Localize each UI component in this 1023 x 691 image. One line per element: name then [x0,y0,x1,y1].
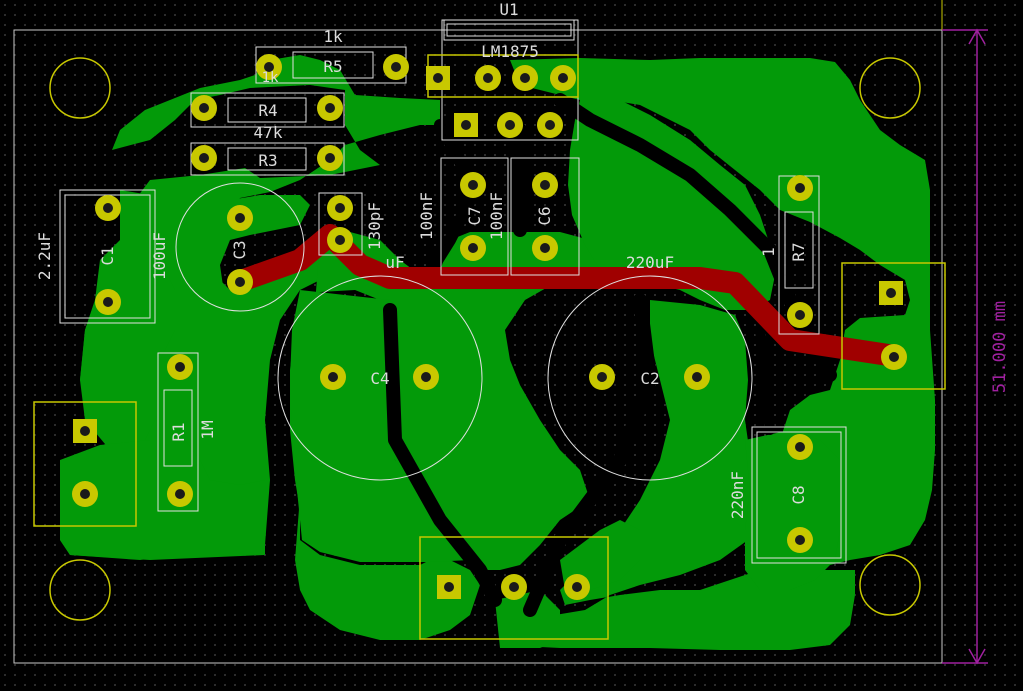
dimension-annotation [942,28,988,665]
label-c8-ref: C8 [789,485,808,504]
pad-hole [461,120,471,130]
pad-hole [509,582,519,592]
mounting-hole-top-left [49,57,111,119]
label-c1-value: 2.2uF [35,232,54,280]
label-c4-ref: C4 [370,369,389,388]
label-c6-value: 100nF [487,192,506,240]
label-r4-value: 47k [254,123,283,142]
label-r7-value: 1 [759,247,778,257]
pads-layer [72,54,907,600]
label-r1-ref: R1 [169,422,188,441]
silkscreen-labels: U1 LM1875 1k R5 1k R4 47k R3 2.2uF C1 10… [35,0,808,519]
board-edge-cut [13,29,943,664]
pad-hole [545,120,555,130]
pad-hole [325,103,335,113]
label-c2-value: 220uF [626,253,674,272]
mounting-hole-top-right [859,57,921,119]
label-c3-ref: C3 [230,240,249,259]
label-r5-value: 1k [323,27,343,46]
pad-hole [795,535,805,545]
pad-hole [421,372,431,382]
label-c2-ref: C2 [640,369,659,388]
pad-hole [795,310,805,320]
pad-hole [235,277,245,287]
label-r1-value: 1M [198,420,217,439]
bottom-copper-layer [60,55,935,650]
label-r5-ref: R5 [323,57,342,76]
pad-hole [433,73,443,83]
pad-hole [795,183,805,193]
label-c7-value: 100nF [417,192,436,240]
pad-hole [795,442,805,452]
pad-hole [520,73,530,83]
dimension-label: 51.000 mm [990,301,1010,393]
pad-hole [328,372,338,382]
pad-hole [199,103,209,113]
pad-hole [103,203,113,213]
label-c6-ref: C6 [535,206,554,225]
pad-hole [199,153,209,163]
label-r3-ref: R3 [258,151,277,170]
label-u1-value: LM1875 [481,42,539,61]
pad-hole [483,73,493,83]
label-c7-ref: C7 [465,206,484,225]
pad-hole [264,62,274,72]
pad-hole [444,582,454,592]
pad-hole [80,426,90,436]
label-c8-value: 220nF [728,471,747,519]
pad-hole [335,235,345,245]
pad-hole [540,180,550,190]
pad-hole [886,288,896,298]
pad-hole [325,153,335,163]
mounting-hole-bottom-right [859,554,921,616]
pad-hole [572,582,582,592]
mounting-hole-bottom-left [49,559,111,621]
pad-hole [103,297,113,307]
label-130pf: 130pF [365,202,384,250]
pad-hole [597,372,607,382]
label-c1-ref: C1 [98,246,117,265]
pad-hole [540,243,550,253]
pad-hole [391,62,401,72]
mounting-holes [49,57,921,621]
pad-hole [175,489,185,499]
label-r4-extra: 1k [262,70,279,86]
pad-hole [80,489,90,499]
pad-hole [558,73,568,83]
top-copper-trace [227,224,906,367]
pad-hole [175,362,185,372]
label-c1-extra: 100uF [150,232,169,280]
pad-hole [692,372,702,382]
label-c4-value: uF [385,253,404,272]
pad-hole [468,180,478,190]
pad-hole [468,243,478,253]
label-r4-ref: R4 [258,101,277,120]
label-u1-ref: U1 [499,0,518,19]
pad-hole [335,203,345,213]
pad-hole [235,213,245,223]
pad-hole [889,352,899,362]
label-r7-ref: R7 [789,242,808,261]
pad-hole [505,120,515,130]
